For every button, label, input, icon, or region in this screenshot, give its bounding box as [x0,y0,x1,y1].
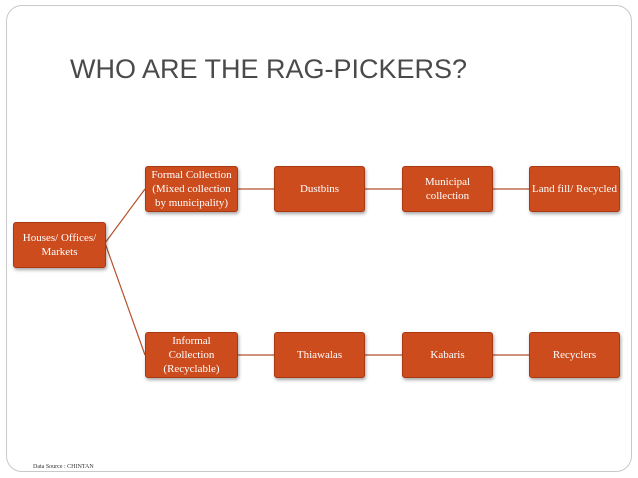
node-label: Municipal collection [424,176,471,202]
node-label: Formal Collection (Mixed collection by m… [151,169,232,209]
node-label: Houses/ Offices/ Markets [22,232,97,258]
node-landfill-recycled: Land fill/ Recycled [529,166,620,212]
connector-root-to-informal [104,242,146,356]
node-label: Recyclers [552,349,597,361]
node-informal-collection: Informal Collection (Recyclable) [145,332,238,378]
node-label: Informal Collection (Recyclable) [163,335,220,375]
node-label: Kabaris [430,349,465,361]
node-label: Thiawalas [296,349,343,361]
node-label: Dustbins [299,183,340,195]
node-municipal-collection: Municipal collection [402,166,493,212]
source-note: Data Source : CHINTAN [33,464,94,470]
slide-frame [6,5,632,472]
node-label: Land fill/ Recycled [532,183,617,195]
node-formal-collection: Formal Collection (Mixed collection by m… [145,166,238,212]
connector-root-to-formal [104,188,146,244]
node-kabaris: Kabaris [402,332,493,378]
node-recyclers: Recyclers [529,332,620,378]
slide-title: WHO ARE THE RAG-PICKERS? [70,54,468,84]
node-dustbins: Dustbins [274,166,365,212]
node-thiawalas: Thiawalas [274,332,365,378]
node-houses-offices-markets: Houses/ Offices/ Markets [13,222,106,268]
